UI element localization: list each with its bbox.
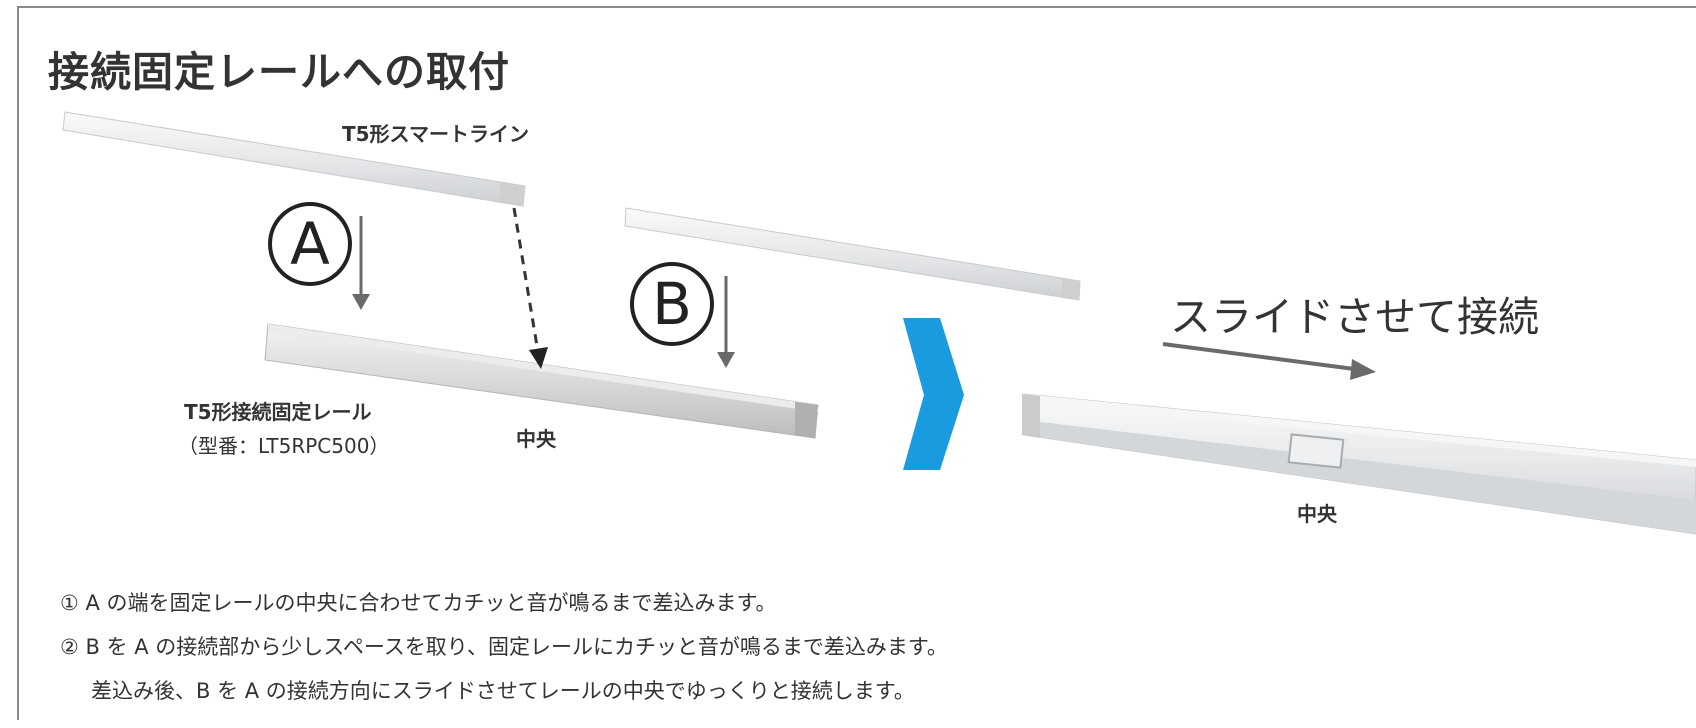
center-label-right: 中央 bbox=[1297, 502, 1337, 526]
arrow-b-down bbox=[717, 276, 735, 368]
note-step-1: ① A の端を固定レールの中央に合わせてカチッと音が鳴るまで差込みます。 bbox=[60, 591, 777, 615]
smartline-b bbox=[624, 207, 1081, 301]
slide-connect-label: スライドさせて接続 bbox=[1170, 293, 1539, 341]
center-label-left: 中央 bbox=[516, 427, 556, 451]
smartline-label: T5形スマートライン bbox=[342, 122, 529, 146]
dashed-arrow-to-center bbox=[512, 207, 548, 369]
arrow-a-down bbox=[352, 216, 370, 310]
note-step-2-continued: 差込み後、B を A の接続方向にスライドさせてレールの中央でゆっくりと接続しま… bbox=[91, 679, 915, 703]
rail-label: T5形接続固定レール bbox=[184, 400, 372, 424]
page-title: 接続固定レールへの取付 bbox=[48, 48, 510, 96]
connected-assembly bbox=[1022, 393, 1696, 535]
big-blue-arrow-icon bbox=[903, 318, 964, 470]
smartline-a bbox=[62, 111, 526, 207]
note-step-2: ② B を A の接続部から少しスペースを取り、固定レールにカチッと音が鳴るまで… bbox=[60, 635, 948, 659]
marker-a: A bbox=[268, 202, 352, 286]
fixed-rail bbox=[264, 323, 819, 439]
model-number-label: （型番：LT5RPC500） bbox=[178, 434, 390, 458]
marker-b: B bbox=[630, 262, 714, 346]
diagram-frame bbox=[17, 6, 1696, 720]
slide-arrow bbox=[1162, 342, 1376, 380]
